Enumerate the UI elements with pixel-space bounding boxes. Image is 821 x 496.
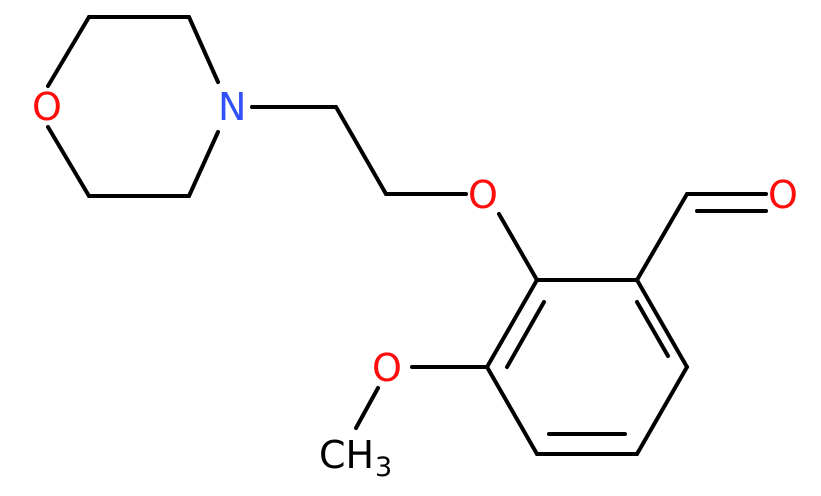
ring-bond-c2-c3 [635, 278, 689, 369]
morpholine-nitrogen-label: N [218, 85, 246, 129]
ring-bond-c5-c6 [485, 365, 539, 456]
ether-oxygen-label: O [468, 173, 498, 217]
bond-c4-o [46, 125, 91, 198]
bond-o-c1 [46, 15, 91, 88]
ethyl-linker [250, 105, 468, 196]
bond-methoxy-o-c [354, 386, 380, 430]
ring-bond-c6-c1 [485, 278, 539, 369]
methoxy-group [354, 365, 489, 430]
bond-c2-n [187, 15, 220, 84]
aldehyde-oxygen-label: O [768, 173, 798, 217]
ring-bond-c3-c4 [635, 365, 689, 456]
bond-ether-o-ring [497, 212, 539, 282]
morpholine-oxygen-label: O [32, 85, 62, 129]
ring-double-inner-2 [635, 300, 670, 358]
methyl-subscript: 3 [375, 452, 392, 483]
methyl-label: CH [319, 433, 374, 477]
aldehyde-group [635, 192, 768, 282]
ring-double-inner-1 [505, 300, 546, 369]
benzene-ring [485, 278, 689, 456]
bond-n-c3 [187, 130, 220, 198]
methoxy-oxygen-label: O [372, 346, 402, 390]
bond-ch2-ch2 [334, 105, 388, 196]
bond-ring-cho [635, 192, 689, 282]
morpholine-ring [46, 15, 220, 198]
